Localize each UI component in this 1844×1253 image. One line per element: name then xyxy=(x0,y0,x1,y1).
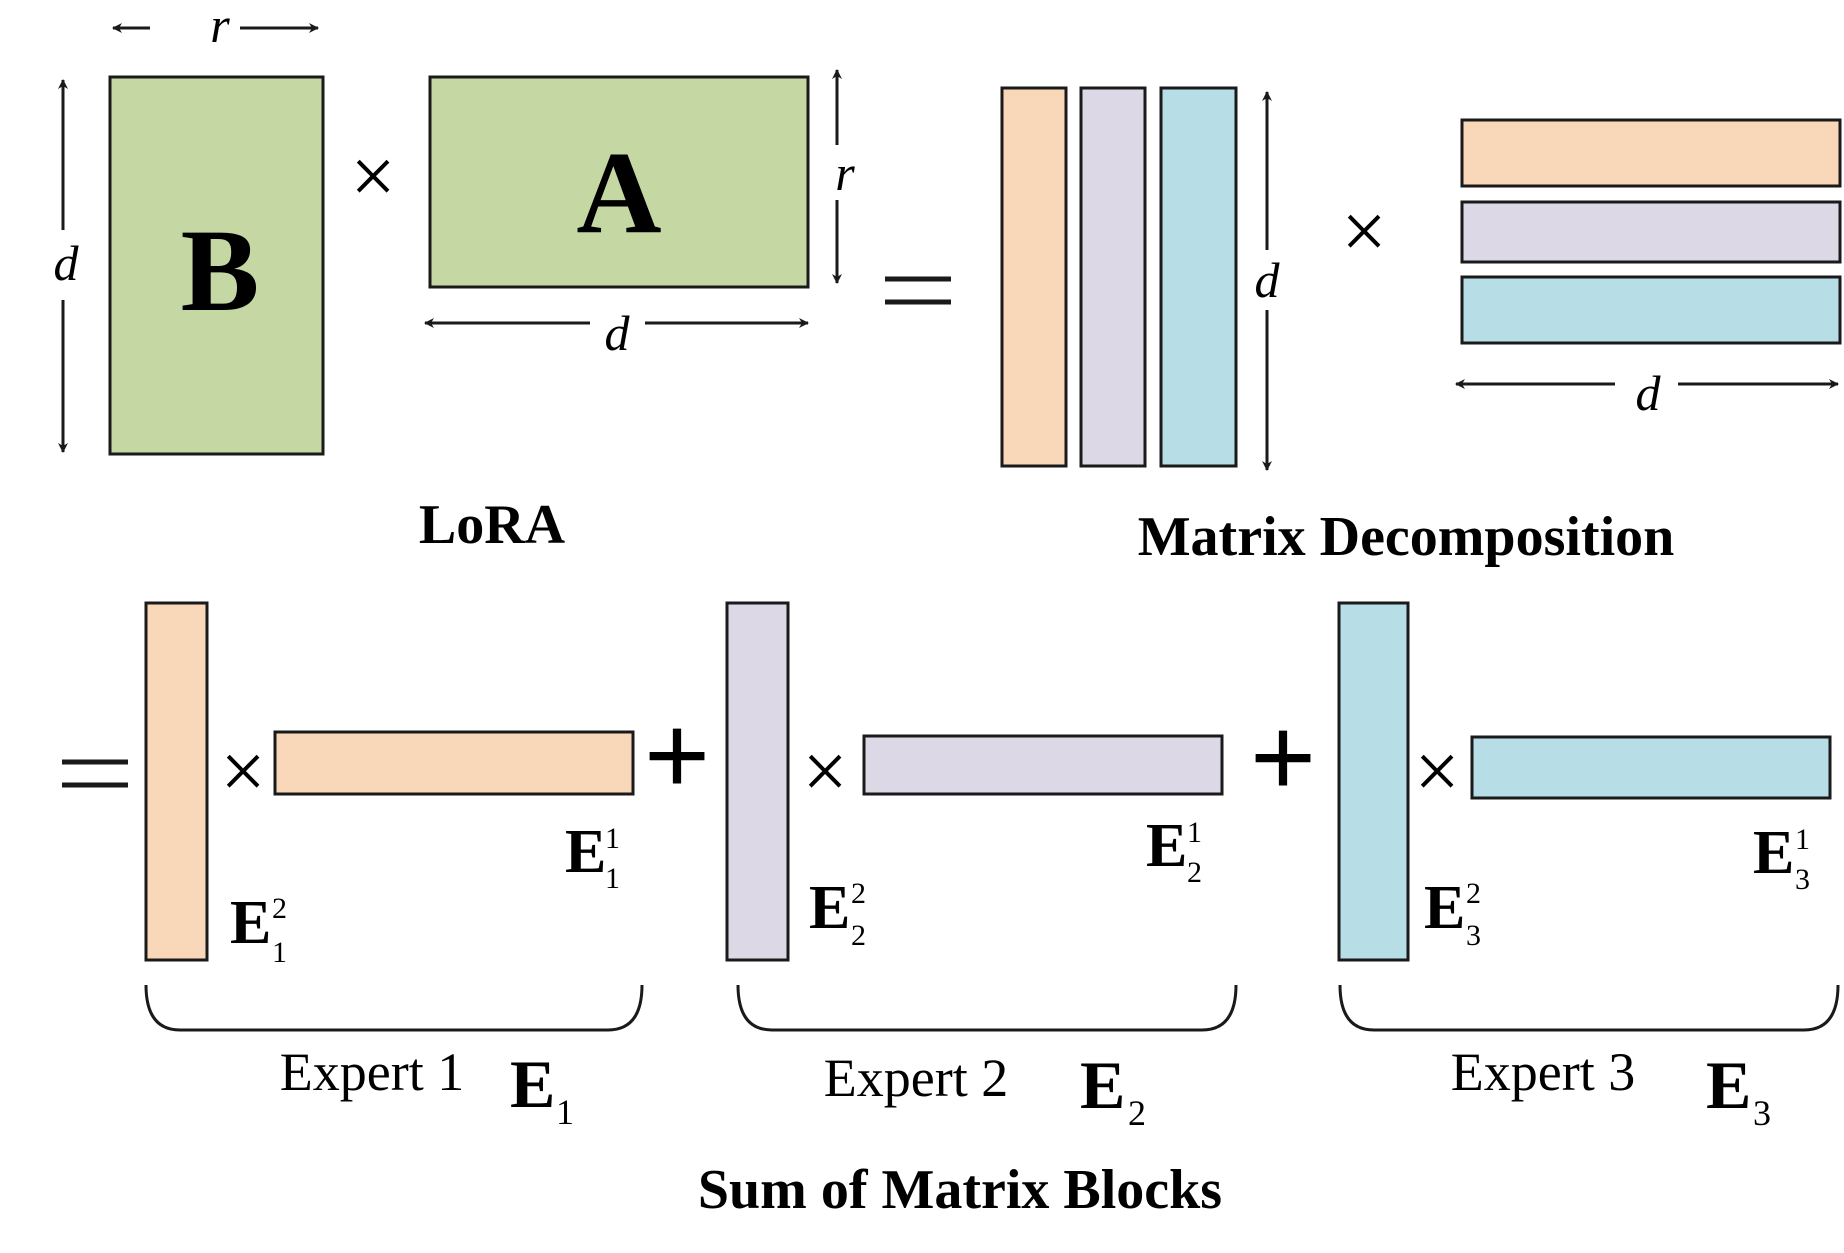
expert-2-down-label: E xyxy=(809,874,850,942)
sum-section: × E 1 1 E 2 1 Expert 1 E 1 + × E 1 2 E 2… xyxy=(62,601,1840,1221)
expert-1-index: 1 xyxy=(556,1092,574,1132)
sum-caption: Sum of Matrix Blocks xyxy=(698,1159,1222,1221)
expert-3-down-sub: 3 xyxy=(1466,919,1481,952)
dim-arrow-d-rows: d xyxy=(1455,365,1839,421)
expert-2-down-sub: 2 xyxy=(851,919,866,952)
row-block-2 xyxy=(1460,200,1842,264)
expert-1-up-matrix xyxy=(273,730,635,796)
expert-3-down-sup: 2 xyxy=(1466,877,1481,910)
plus-sign: + xyxy=(643,690,710,821)
expert-3-index: 3 xyxy=(1753,1093,1771,1133)
decomposition-section: d × d Matrix Decomposition xyxy=(885,86,1842,568)
dim-arrow-r-top: r xyxy=(112,0,319,53)
expert-1-up-label: E xyxy=(565,818,606,886)
expert-3-up-sub: 3 xyxy=(1795,863,1810,896)
matrix-b-label: B xyxy=(181,205,260,336)
expert-2-up-sup: 1 xyxy=(1187,816,1202,849)
times-sign: × xyxy=(1341,188,1386,276)
expert-2-up-label: E xyxy=(1146,812,1187,880)
lora-caption: LoRA xyxy=(419,494,566,556)
dim-arrow-d-decomp: d xyxy=(1255,91,1281,471)
matrix-b xyxy=(108,75,325,456)
expert-2-up-sub: 2 xyxy=(1187,856,1202,889)
matrix-a-label: A xyxy=(576,127,661,258)
column-block-1 xyxy=(1000,86,1068,468)
times-sign: × xyxy=(350,133,395,221)
expert-1-group: × E 1 1 E 2 1 Expert 1 E 1 xyxy=(144,601,644,1132)
expert-3-up-label: E xyxy=(1753,819,1794,887)
expert-2-brace xyxy=(736,984,1238,1032)
dim-label-d: d xyxy=(1255,252,1281,308)
expert-3-down-matrix xyxy=(1337,601,1410,962)
times-sign: × xyxy=(1414,728,1459,816)
expert-1-down-sup: 2 xyxy=(272,892,287,925)
dim-label-r: r xyxy=(835,145,855,201)
equals-sign xyxy=(62,759,128,788)
expert-3-symbol: E xyxy=(1706,1047,1751,1123)
lora-section: r d B × A r d LoRA xyxy=(54,0,856,556)
expert-2-label: Expert 2 xyxy=(824,1048,1008,1108)
expert-1-brace xyxy=(144,984,644,1032)
expert-1-up-sup: 1 xyxy=(605,822,620,855)
expert-2-up-matrix xyxy=(862,734,1224,796)
expert-3-up-sup: 1 xyxy=(1795,823,1810,856)
expert-3-group: × E 1 3 E 2 3 Expert 3 E 3 xyxy=(1337,601,1840,1133)
expert-1-label: Expert 1 xyxy=(280,1042,464,1102)
dim-arrow-d-left: d xyxy=(54,79,80,453)
times-sign: × xyxy=(220,728,265,816)
plus-sign: + xyxy=(1249,692,1316,823)
column-block-3 xyxy=(1159,86,1238,468)
matrix-a xyxy=(428,75,810,289)
expert-3-down-label: E xyxy=(1424,874,1465,942)
times-sign: × xyxy=(802,728,847,816)
expert-2-group: × E 1 2 E 2 2 Expert 2 E 2 xyxy=(725,601,1238,1133)
expert-2-symbol: E xyxy=(1080,1047,1125,1123)
equals-sign xyxy=(885,276,951,305)
decomposition-caption: Matrix Decomposition xyxy=(1138,506,1675,568)
expert-3-label: Expert 3 xyxy=(1451,1042,1635,1102)
dim-label-d: d xyxy=(605,305,631,361)
expert-2-index: 2 xyxy=(1128,1093,1146,1133)
column-block-2 xyxy=(1079,86,1147,468)
row-block-3 xyxy=(1460,275,1842,345)
dim-arrow-r-right: r xyxy=(832,69,855,284)
expert-1-symbol: E xyxy=(510,1046,555,1122)
dim-label-r: r xyxy=(210,0,230,53)
expert-1-down-matrix xyxy=(144,601,209,962)
expert-1-down-label: E xyxy=(230,889,271,957)
expert-1-up-sub: 1 xyxy=(605,862,620,895)
row-block-1 xyxy=(1460,118,1842,188)
expert-2-down-sup: 2 xyxy=(851,877,866,910)
expert-2-down-matrix xyxy=(725,601,790,962)
expert-1-down-sub: 1 xyxy=(272,936,287,969)
expert-3-brace xyxy=(1338,984,1840,1032)
dim-label-d: d xyxy=(54,235,80,291)
dim-label-d: d xyxy=(1636,365,1662,421)
dim-arrow-d-bottom: d xyxy=(424,305,809,361)
expert-3-up-matrix xyxy=(1470,735,1832,800)
